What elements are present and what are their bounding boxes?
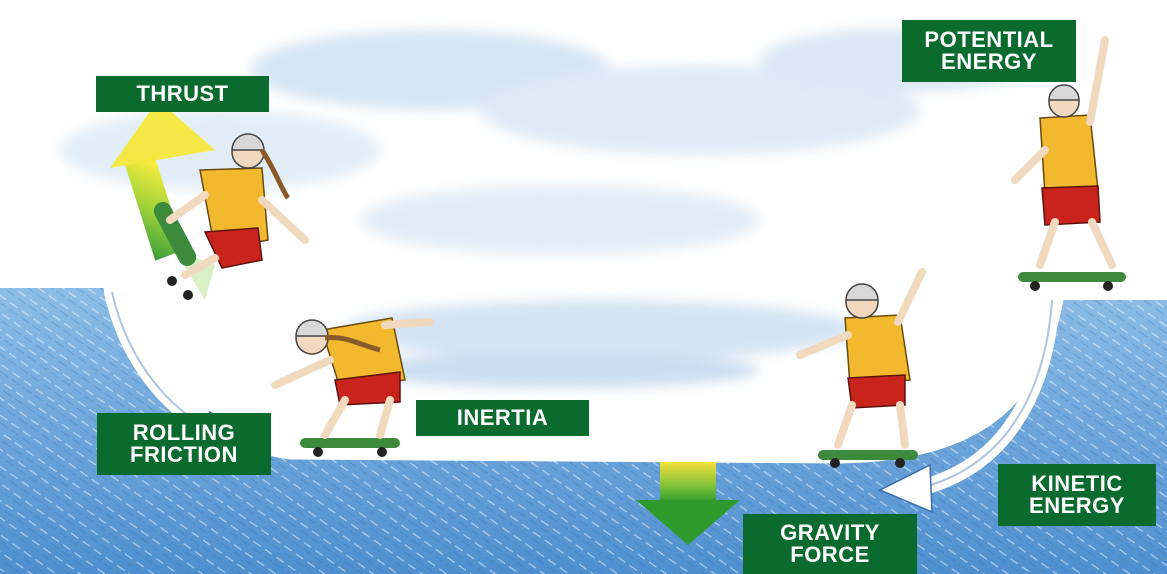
kinetic-energy-arrow (878, 292, 1060, 514)
skater-thrust (153, 133, 309, 300)
skater-potential (1011, 36, 1126, 291)
label-thrust-text: THRUST (136, 81, 229, 106)
label-potential-energy: POTENTIAL ENERGY (902, 20, 1076, 82)
label-rolling-friction: ROLLING FRICTION (97, 413, 271, 475)
label-potential-line2: ENERGY (941, 49, 1037, 74)
label-potential-line1: POTENTIAL (924, 27, 1054, 52)
label-rolling-line1: ROLLING (132, 420, 236, 445)
gravity-force-arrow (636, 462, 740, 545)
label-kinetic-line2: ENERGY (1029, 493, 1125, 518)
skater-kinetic (796, 268, 926, 468)
label-rolling-line2: FRICTION (130, 442, 238, 467)
skater-inertia (271, 317, 434, 457)
label-inertia-text: INERTIA (456, 405, 549, 430)
label-inertia: INERTIA (416, 400, 589, 436)
label-thrust: THRUST (96, 76, 269, 112)
label-gravity-line2: FORCE (790, 542, 870, 567)
label-kinetic-energy: KINETIC ENERGY (998, 464, 1156, 526)
label-kinetic-line1: KINETIC (1031, 471, 1123, 496)
label-gravity-line1: GRAVITY (780, 520, 880, 545)
label-gravity-force: GRAVITY FORCE (743, 514, 917, 574)
